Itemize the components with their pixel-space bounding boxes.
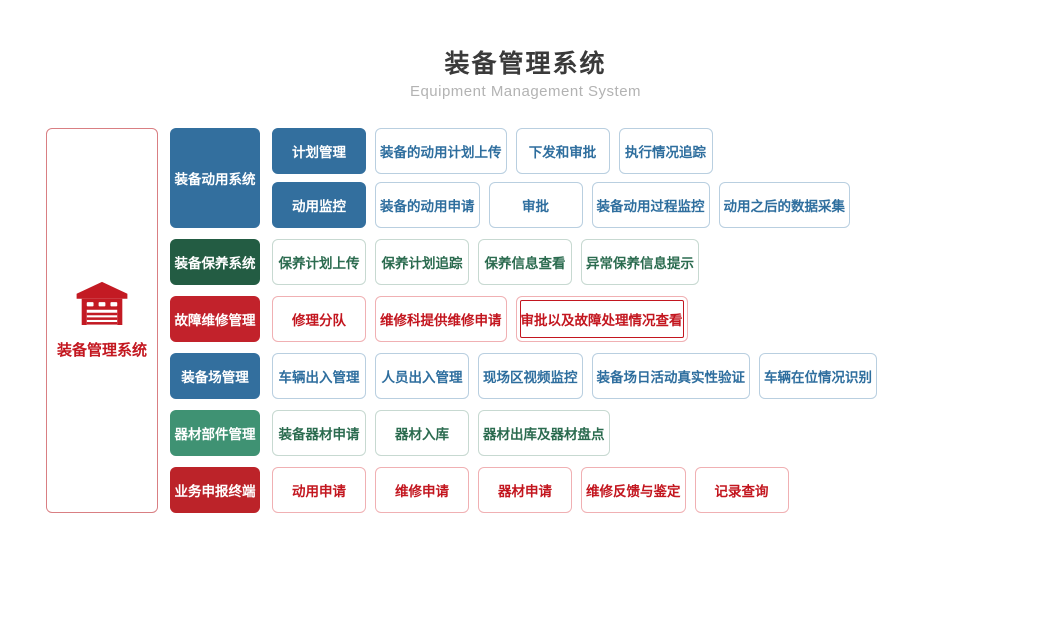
node-box: 下发和审批 [515,128,610,174]
node-box: 器材入库 [375,410,469,456]
category-box: 装备保养系统 [170,239,260,285]
page-title: 装备管理系统 [444,50,607,78]
system-diagram: 装备管理系统 装备动用系统计划管理装备的动用计划上传下发和审批执行情况追踪动用监… [46,128,877,513]
node-box: 维修申请 [375,467,469,513]
group: 装备保养系统保养计划上传保养计划追踪保养信息查看异常保养信息提示 [170,239,877,285]
node-box: 人员出入管理 [375,353,469,399]
node-box: 审批以及故障处理情况查看 [515,296,688,342]
group: 装备场管理车辆出入管理人员出入管理现场区视频监控装备场日活动真实性验证车辆在位情… [170,353,877,399]
category-rows: 车辆出入管理人员出入管理现场区视频监控装备场日活动真实性验证车辆在位情况识别 [272,353,877,399]
node-row: 计划管理装备的动用计划上传下发和审批执行情况追踪 [272,128,850,174]
node-row: 车辆出入管理人员出入管理现场区视频监控装备场日活动真实性验证车辆在位情况识别 [272,353,877,399]
group: 装备动用系统计划管理装备的动用计划上传下发和审批执行情况追踪动用监控装备的动用申… [170,128,877,228]
node-box: 记录查询 [694,467,789,513]
node-box: 审批 [488,182,583,228]
node-box: 装备器材申请 [272,410,366,456]
group: 故障维修管理修理分队维修科提供维修申请审批以及故障处理情况查看 [170,296,877,342]
node-box: 动用之后的数据采集 [718,182,850,228]
warehouse-icon [76,281,128,325]
node-box: 维修反馈与鉴定 [581,467,686,513]
node-box: 执行情况追踪 [618,128,713,174]
root-system-panel: 装备管理系统 [46,128,158,513]
node-box: 异常保养信息提示 [581,239,699,285]
node-box: 保养信息查看 [478,239,572,285]
category-box: 装备动用系统 [170,128,260,228]
node-row: 动用申请维修申请器材申请维修反馈与鉴定记录查询 [272,467,789,513]
page-subtitle: Equipment Management System [409,83,642,100]
category-rows: 修理分队维修科提供维修申请审批以及故障处理情况查看 [272,296,688,342]
node-box: 维修科提供维修申请 [375,296,507,342]
node-row: 装备器材申请器材入库器材出库及器材盘点 [272,410,610,456]
groups-column: 装备动用系统计划管理装备的动用计划上传下发和审批执行情况追踪动用监控装备的动用申… [170,128,877,513]
node-box: 装备的动用申请 [375,182,480,228]
node-box: 器材出库及器材盘点 [478,410,610,456]
category-box: 装备场管理 [170,353,260,399]
group: 业务申报终端动用申请维修申请器材申请维修反馈与鉴定记录查询 [170,467,877,513]
group: 器材部件管理装备器材申请器材入库器材出库及器材盘点 [170,410,877,456]
root-system-label: 装备管理系统 [56,342,147,359]
node-box: 装备动用过程监控 [591,182,710,228]
category-box: 业务申报终端 [170,467,260,513]
node-box: 动用申请 [272,467,366,513]
node-box: 装备的动用计划上传 [375,128,507,174]
category-rows: 保养计划上传保养计划追踪保养信息查看异常保养信息提示 [272,239,699,285]
node-box: 车辆在位情况识别 [759,353,877,399]
category-rows: 计划管理装备的动用计划上传下发和审批执行情况追踪动用监控装备的动用申请审批装备动… [272,128,850,228]
node-box: 计划管理 [272,128,366,174]
category-box: 故障维修管理 [170,296,260,342]
node-box: 修理分队 [272,296,366,342]
node-box: 器材申请 [478,467,572,513]
node-row: 保养计划上传保养计划追踪保养信息查看异常保养信息提示 [272,239,699,285]
node-row: 修理分队维修科提供维修申请审批以及故障处理情况查看 [272,296,688,342]
node-box: 装备场日活动真实性验证 [591,353,750,399]
category-box: 器材部件管理 [170,410,260,456]
node-box: 现场区视频监控 [478,353,583,399]
node-box: 车辆出入管理 [272,353,366,399]
category-rows: 装备器材申请器材入库器材出库及器材盘点 [272,410,610,456]
node-row: 动用监控装备的动用申请审批装备动用过程监控动用之后的数据采集 [272,182,850,228]
node-box: 保养计划追踪 [375,239,469,285]
node-box: 保养计划上传 [272,239,366,285]
node-box: 动用监控 [272,182,366,228]
category-rows: 动用申请维修申请器材申请维修反馈与鉴定记录查询 [272,467,789,513]
